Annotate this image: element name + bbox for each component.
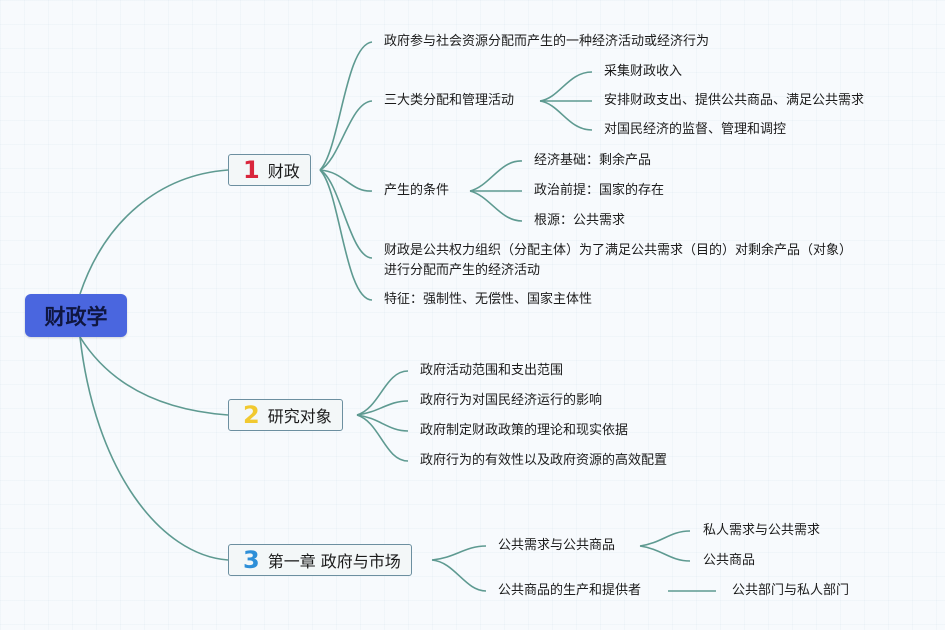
- leaf-node-parent[interactable]: 三大类分配和管理活动: [384, 93, 515, 108]
- leaf-node[interactable]: 公共商品: [703, 553, 756, 568]
- leaf-node[interactable]: 采集财政收入: [604, 64, 683, 79]
- leaf-node-parent[interactable]: 产生的条件: [384, 183, 450, 198]
- root-node[interactable]: 财政学: [25, 294, 127, 337]
- branch-label: 财政: [267, 162, 300, 181]
- leaf-node[interactable]: 特征：强制性、无偿性、国家主体性: [384, 292, 593, 307]
- leaf-node[interactable]: 财政是公共权力组织（分配主体）为了满足公共需求（目的）对剩余产品（对象）进行分配…: [384, 243, 853, 278]
- leaf-node-parent[interactable]: 公共商品的生产和提供者: [498, 583, 642, 598]
- number-badge-3: 3: [243, 546, 260, 574]
- leaf-node[interactable]: 政府制定财政政策的理论和现实依据: [420, 423, 629, 438]
- branch-node-finance[interactable]: 1 财政: [228, 154, 311, 186]
- number-badge-1: 1: [243, 156, 260, 184]
- leaf-node[interactable]: 经济基础：剩余产品: [534, 153, 652, 168]
- number-badge-2: 2: [243, 401, 260, 429]
- leaf-node[interactable]: 政治前提：国家的存在: [534, 183, 665, 198]
- branch-node-research-object[interactable]: 2 研究对象: [228, 399, 343, 431]
- branch-node-chapter-one[interactable]: 3 第一章 政府与市场: [228, 544, 412, 576]
- leaf-node[interactable]: 政府活动范围和支出范围: [420, 363, 564, 378]
- leaf-node-parent[interactable]: 公共需求与公共商品: [498, 538, 616, 553]
- leaf-node[interactable]: 政府行为对国民经济运行的影响: [420, 393, 603, 408]
- branch-label: 第一章 政府与市场: [267, 552, 401, 571]
- leaf-node[interactable]: 私人需求与公共需求: [703, 523, 821, 538]
- leaf-node[interactable]: 政府参与社会资源分配而产生的一种经济活动或经济行为: [384, 34, 710, 49]
- leaf-node[interactable]: 公共部门与私人部门: [732, 583, 850, 598]
- leaf-node[interactable]: 对国民经济的监督、管理和调控: [604, 122, 787, 137]
- branch-label: 研究对象: [267, 407, 332, 426]
- leaf-node[interactable]: 根源：公共需求: [534, 213, 626, 228]
- leaf-node[interactable]: 政府行为的有效性以及政府资源的高效配置: [420, 453, 668, 468]
- leaf-node[interactable]: 安排财政支出、提供公共商品、满足公共需求: [604, 93, 865, 108]
